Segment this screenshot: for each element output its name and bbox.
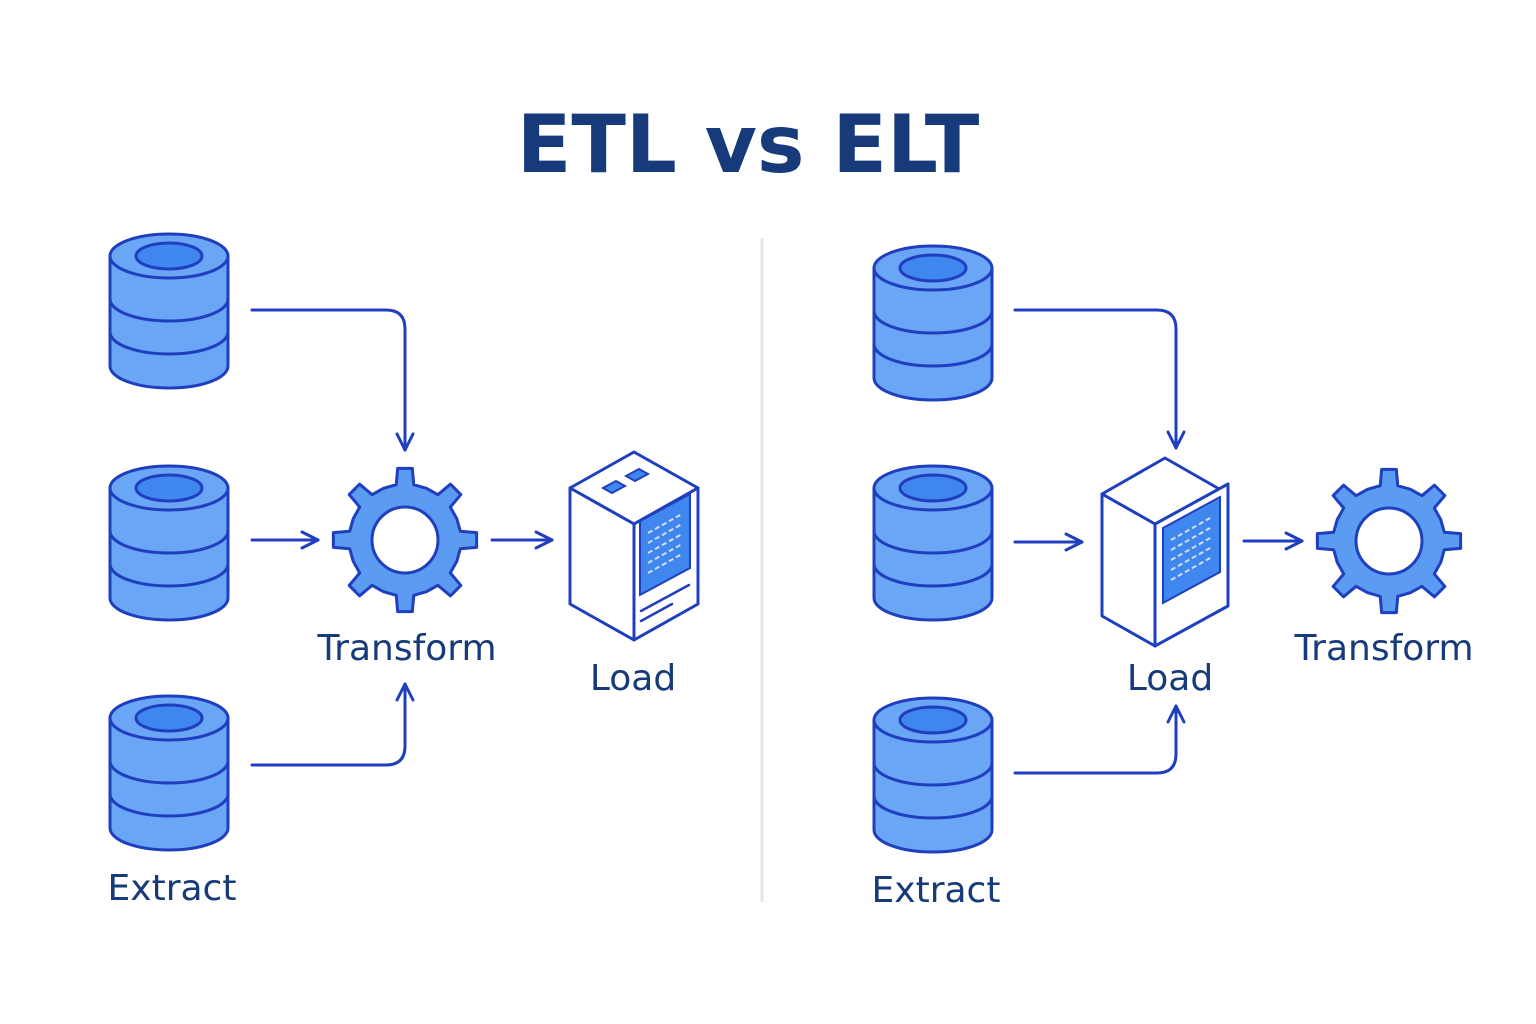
transform-label: Transform [316,628,496,669]
arrow-icon [1013,308,1186,450]
gear-icon [331,466,479,614]
arrow-icon [250,308,415,452]
database-icon [872,696,994,854]
page-title: ETL vs ELT [517,98,980,191]
elt-section: Extract Load Transform [872,244,1474,911]
server-icon [568,450,700,642]
database-icon [872,244,994,402]
load-label: Load [1127,658,1213,699]
transform-label: Transform [1293,628,1473,669]
arrow-icon [250,682,415,767]
load-label: Load [590,658,676,699]
gear-icon [1315,467,1463,615]
etl-section: Extract Transform Load [108,232,700,909]
database-icon [108,464,230,622]
extract-label: Extract [108,868,237,909]
extract-label: Extract [872,870,1001,911]
server-icon [1100,456,1230,648]
database-icon [108,232,230,390]
database-icon [872,464,994,622]
database-icon [108,694,230,852]
arrow-icon [1013,704,1186,775]
